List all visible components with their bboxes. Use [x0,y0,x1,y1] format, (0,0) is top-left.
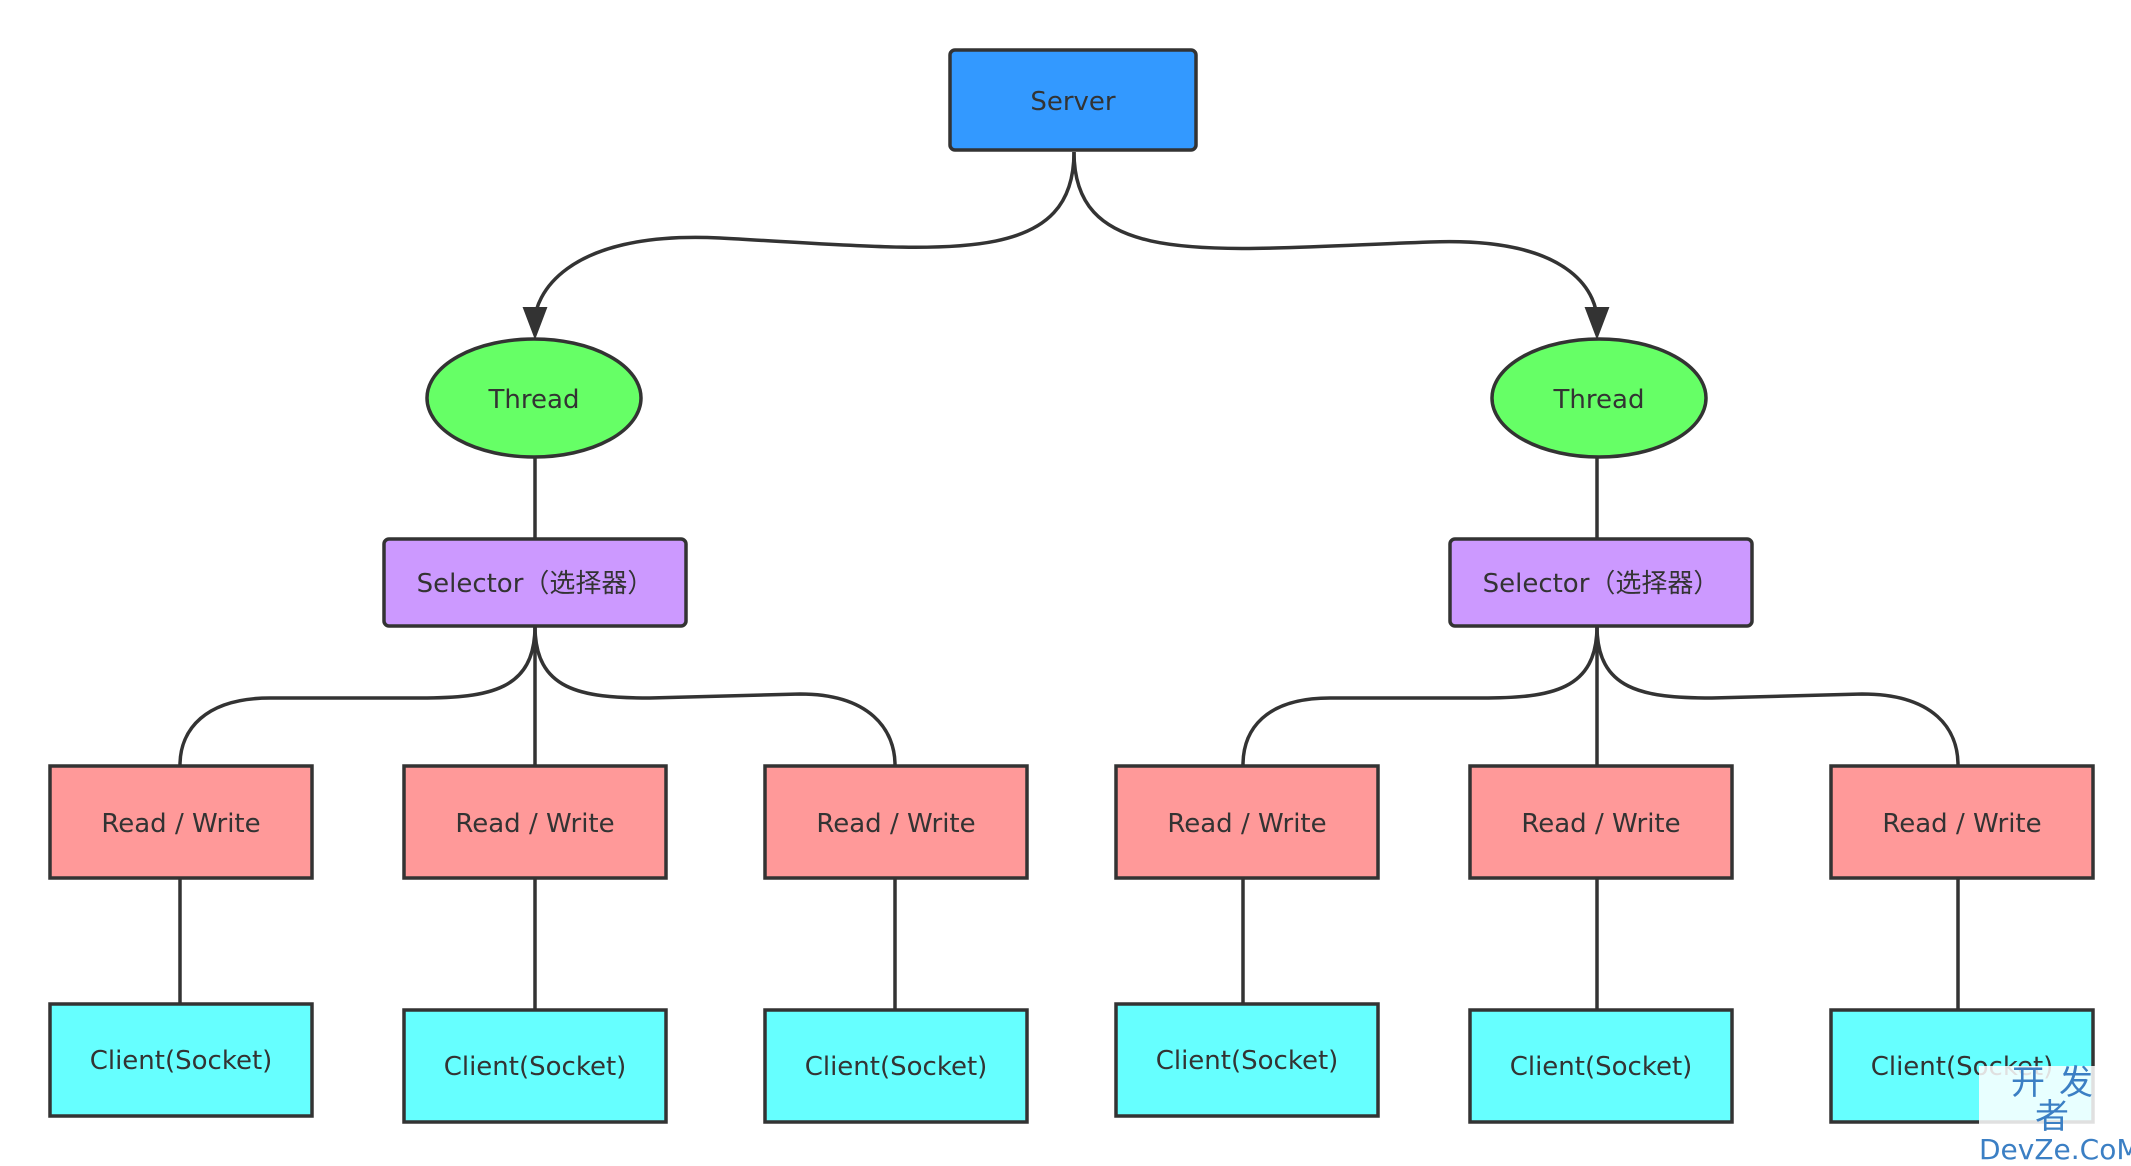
client-box-1 [48,1002,314,1118]
edge-selector-rw-4 [1241,625,1599,766]
client-node-3: Client(Socket) [763,1008,1029,1124]
client-node-5: Client(Socket) [1468,1008,1734,1124]
edge-server-thread-left [533,151,1076,321]
read-write-node-4: Read / Write [1114,764,1380,880]
site-watermark: 开发者 DevZe.CoM [1979,1063,2131,1166]
server-label: Server [1030,87,1116,117]
thread-label-right: Thread [1553,385,1645,415]
thread-label-left: Thread [488,385,580,415]
client-box-2 [402,1008,668,1124]
read-write-box-4 [1114,764,1380,880]
client-node-2: Client(Socket) [402,1008,668,1124]
read-write-node-3: Read / Write [763,764,1029,880]
edge-server-thread-right [1072,151,1599,321]
client-box-5 [1468,1008,1734,1124]
read-write-label-3: Read / Write [816,809,975,839]
read-write-node-5: Read / Write [1468,764,1734,880]
read-write-box-5 [1468,764,1734,880]
selector-label-right: Selector（选择器） [1483,569,1720,599]
client-label-2: Client(Socket) [444,1052,627,1082]
read-write-box-3 [763,764,1029,880]
client-label-5: Client(Socket) [1510,1052,1693,1082]
watermark-chinese: 开发者 [2011,1063,2107,1137]
read-write-box-1 [48,764,314,880]
edge-selector-rw-3 [533,625,897,766]
selector-box-right [1448,537,1754,628]
selector-node-left: Selector（选择器） [382,537,688,628]
edge-selector-rw-1 [178,625,537,766]
thread-node-left: Thread [425,337,643,459]
client-label-1: Client(Socket) [90,1046,273,1076]
read-write-box-2 [402,764,668,880]
client-label-4: Client(Socket) [1156,1046,1339,1076]
thread-ellipse-right [1490,337,1708,459]
read-write-label-4: Read / Write [1167,809,1326,839]
selector-box-left [382,537,688,628]
client-label-3: Client(Socket) [805,1052,988,1082]
server-node: Server [948,48,1198,152]
thread-ellipse-left [425,337,643,459]
read-write-node-1: Read / Write [48,764,314,880]
client-box-4 [1114,1002,1380,1118]
selector-node-right: Selector（选择器） [1448,537,1754,628]
read-write-label-2: Read / Write [455,809,614,839]
client-box-3 [763,1008,1029,1124]
read-write-label-6: Read / Write [1882,809,2041,839]
read-write-node-2: Read / Write [402,764,668,880]
arrowhead-left [522,307,548,340]
client-node-4: Client(Socket) [1114,1002,1380,1118]
watermark-english: DevZe.CoM [1979,1133,2131,1166]
arrowhead-right [1584,307,1610,340]
client-node-1: Client(Socket) [48,1002,314,1118]
read-write-label-5: Read / Write [1521,809,1680,839]
thread-node-right: Thread [1490,337,1708,459]
read-write-node-6: Read / Write [1829,764,2095,880]
read-write-label-1: Read / Write [101,809,260,839]
server-box [948,48,1198,152]
read-write-box-6 [1829,764,2095,880]
edge-selector-rw-6 [1595,625,1960,766]
selector-label-left: Selector（选择器） [417,569,654,599]
